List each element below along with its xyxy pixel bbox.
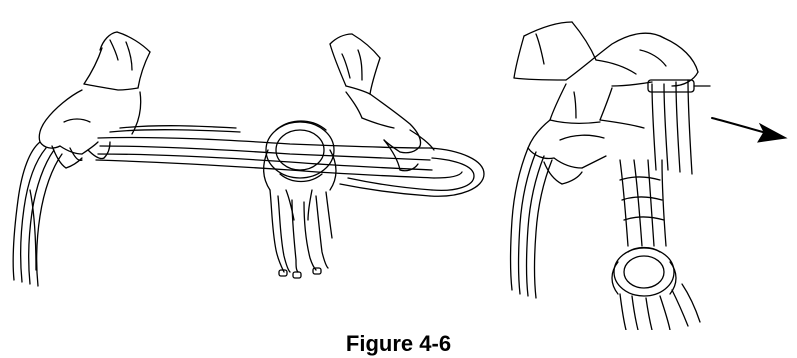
- left-knot-tails: [270, 190, 332, 278]
- left-hand: [39, 90, 140, 168]
- right-knot: [612, 248, 676, 297]
- right-lower-sleeve: [550, 84, 612, 123]
- left-panel: [13, 32, 484, 286]
- left-knot: [264, 121, 336, 220]
- right-panel: [511, 22, 711, 330]
- right-knot-tails: [620, 284, 700, 330]
- figure-illustration: [0, 0, 797, 330]
- left-sleeve: [84, 32, 150, 90]
- right-top-sleeve: [514, 22, 596, 80]
- right-sleeve: [330, 34, 380, 94]
- right-rope-vertical: [648, 80, 710, 174]
- left-rope-hanging: [13, 142, 62, 286]
- right-lower-hand: [528, 120, 644, 184]
- right-hand: [346, 92, 434, 171]
- left-rope-bundle: [96, 126, 434, 178]
- left-rope-loop: [340, 148, 484, 196]
- right-arrow-head: [758, 124, 786, 142]
- right-rope-center: [620, 160, 666, 246]
- right-rope-hanging-left: [511, 148, 553, 298]
- figure-caption: Figure 4-6: [0, 330, 797, 358]
